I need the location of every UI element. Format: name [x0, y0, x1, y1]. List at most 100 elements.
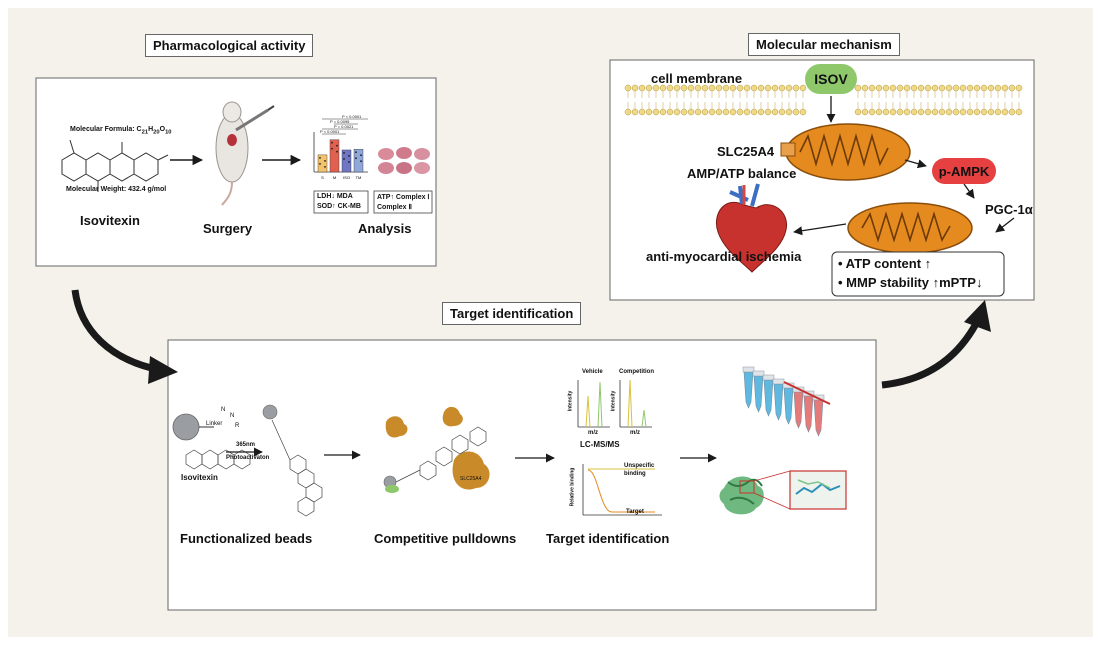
lipid-head — [1015, 84, 1023, 92]
lipid-head — [882, 108, 890, 116]
lipid-head — [708, 108, 716, 116]
curved-arrow-right — [881, 318, 982, 389]
relative-binding-label: Relative binding — [569, 467, 576, 507]
markers-left-line-1: LDH↓ MDA — [317, 193, 353, 200]
lipid-head — [903, 108, 911, 116]
bead-large — [172, 413, 200, 441]
lipid-head — [750, 84, 758, 92]
bar-dot — [348, 155, 350, 157]
lipid-head — [743, 84, 751, 92]
lipid-head — [1008, 84, 1016, 92]
lipid-head — [952, 108, 960, 116]
lipid-head — [959, 84, 967, 92]
bar-dot — [324, 166, 326, 168]
lipid-head — [924, 84, 932, 92]
lipid-head — [792, 108, 800, 116]
lipid-head — [750, 108, 758, 116]
mouse-figure — [215, 101, 275, 206]
lipid-head — [680, 108, 688, 116]
lipid-head — [966, 108, 974, 116]
bar-group-label: S — [321, 175, 324, 180]
lipid-head — [973, 84, 981, 92]
analysis-label: Analysis — [358, 221, 412, 236]
bar-group-label: TM — [356, 175, 362, 180]
bar-dot — [355, 151, 357, 154]
lcms-label: LC-MS/MS — [580, 440, 620, 449]
bar-group-label: M — [333, 175, 336, 180]
lipid-head — [987, 108, 995, 116]
wavelength-label: 365nm — [236, 442, 256, 448]
intensity-label-1: Intensity — [567, 390, 574, 412]
bar-dot — [348, 161, 350, 163]
lipid-head — [666, 108, 674, 116]
bar-dot — [360, 160, 362, 163]
heart-icon — [716, 183, 788, 273]
competition-label: Competition — [619, 369, 654, 375]
lipid-head — [715, 108, 723, 116]
curved-arrow-left-head — [148, 356, 178, 384]
curved-arrow-right-head — [964, 300, 991, 332]
pcr-tube-cap — [742, 366, 755, 373]
mitochondrion-bottom — [847, 202, 973, 254]
lipid-head — [694, 108, 702, 116]
lipid-head — [757, 108, 765, 116]
step-functionalized-beads: Functionalized beads — [180, 531, 313, 546]
markers-left-line-2: SOD↑ CK-MB — [317, 203, 361, 210]
lipid-head — [910, 84, 918, 92]
lipid-head — [861, 108, 869, 116]
slc-protein-label: SLC25A4 — [460, 476, 482, 482]
target-curve-label: Target — [626, 509, 644, 515]
cell-membrane-bilayer — [624, 84, 1023, 116]
molecular-weight: Molecular Weight: 432.4 g/mol — [66, 186, 167, 193]
p-value-1: P < 0.0001 — [320, 129, 340, 134]
lipid-head — [687, 108, 695, 116]
lipid-head — [1001, 84, 1009, 92]
lipid-head — [938, 84, 946, 92]
lipid-head — [931, 108, 939, 116]
curved-arrow-left — [71, 289, 161, 374]
lipid-head — [868, 108, 876, 116]
bar-dot — [360, 154, 362, 157]
lipid-head — [631, 84, 639, 92]
lipid-head — [875, 84, 883, 92]
ms-spectrum-competition — [619, 379, 652, 428]
p-value-2: P = 0.0021 — [334, 124, 354, 129]
lipid-head — [868, 84, 876, 92]
arrow-pampk-to-pgc — [963, 183, 975, 199]
linker-label: Linker — [206, 421, 223, 427]
lipid-head — [973, 108, 981, 116]
bar-dot — [336, 144, 338, 147]
p-value-3: P = 0.0095 — [330, 119, 350, 124]
markers-box-left — [313, 190, 369, 214]
lipid-head — [624, 84, 632, 92]
lipid-head — [938, 108, 946, 116]
lipid-head — [764, 108, 772, 116]
lipid-head — [659, 108, 667, 116]
lipid-head — [638, 108, 646, 116]
lipid-head — [980, 84, 988, 92]
bar-dot — [319, 157, 321, 159]
lipid-head — [701, 108, 709, 116]
lipid-head — [966, 84, 974, 92]
mechanism-title: Molecular mechanism — [748, 33, 900, 56]
bar-dot — [355, 157, 357, 160]
membrane-label: cell membrane — [651, 71, 743, 86]
lipid-head — [945, 84, 953, 92]
effect-mmp: • MMP stability ↑mPTP↓ — [838, 275, 983, 290]
effect-atp: • ATP content ↑ — [838, 256, 932, 271]
lipid-head — [945, 108, 953, 116]
lipid-head — [917, 108, 925, 116]
pgc-label: PGC-1α — [985, 202, 1033, 217]
lipid-head — [799, 84, 807, 92]
lipid-head — [743, 108, 751, 116]
pcr-tube-cap — [752, 370, 765, 377]
vehicle-label: Vehicle — [582, 369, 603, 375]
unspecific-label: Unspecific binding — [624, 463, 655, 477]
mz-label-1: m/z — [588, 430, 599, 436]
balance-label: AMP/ATP balance — [687, 166, 797, 181]
bar-dot — [343, 152, 345, 154]
lipid-head — [875, 108, 883, 116]
lipid-head — [1001, 108, 1009, 116]
bar-dot — [343, 158, 345, 160]
